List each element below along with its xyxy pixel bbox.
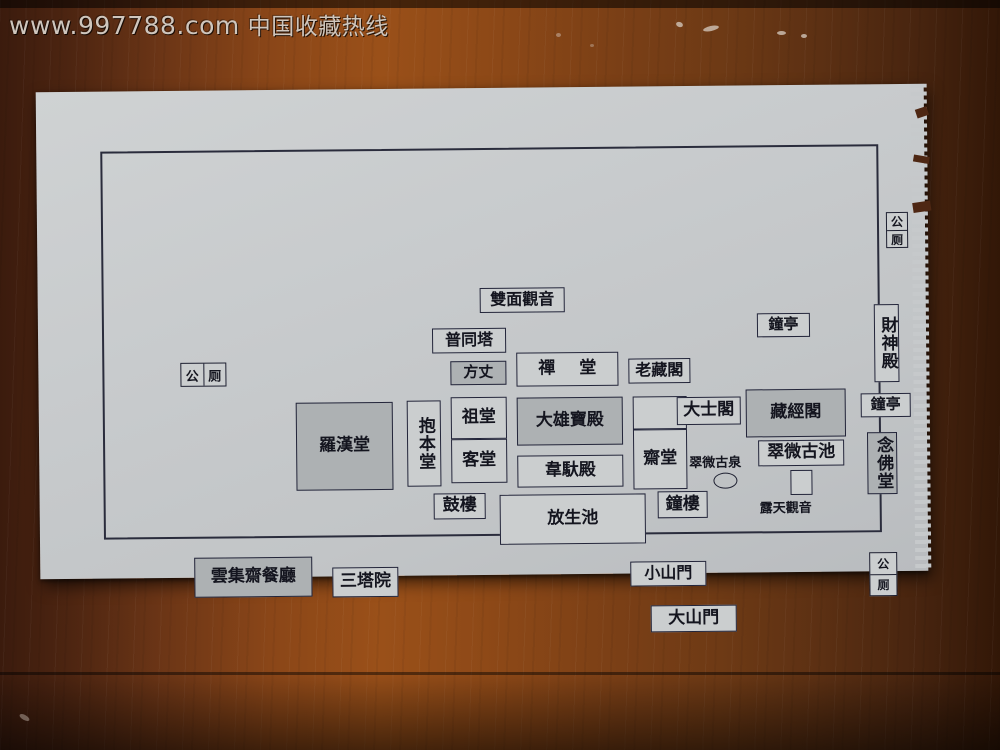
dust-speck: [556, 33, 561, 37]
wood-seam-line: [0, 672, 1000, 675]
building-label: 財神殿: [877, 316, 898, 371]
building-label: 祖堂: [461, 406, 496, 428]
dust-speck: [590, 44, 594, 47]
building-da-shanmen[interactable]: 大山門: [650, 604, 737, 633]
building-label: 小山門: [644, 563, 693, 583]
building-cangjing-ge[interactable]: 藏經閣: [745, 388, 847, 438]
map-label-cuiwei-guquan: 翠微古泉: [689, 455, 742, 472]
building-putong-ta[interactable]: 普同塔: [431, 327, 507, 354]
building-label: 客堂: [462, 449, 497, 471]
site-watermark: www.997788.com 中国收藏热线: [9, 7, 389, 41]
building-label: 藏經閣: [770, 401, 822, 423]
dust-speck: [801, 34, 807, 38]
building-label: 雲集齋餐廳: [210, 565, 296, 587]
building-laozang-ge[interactable]: 老藏閣: [628, 358, 691, 384]
building-fangzhang[interactable]: 方丈: [450, 360, 507, 386]
building-label: 鼓樓: [442, 495, 477, 516]
building-label: 禪 堂: [538, 357, 606, 379]
toilet-char: 厕: [891, 232, 904, 248]
building-label: 大山門: [668, 607, 720, 628]
building-zu-tang[interactable]: 祖堂: [450, 396, 508, 440]
building-chan-tang[interactable]: 禪 堂: [516, 351, 619, 387]
building-label: 大士閣: [683, 399, 735, 421]
building-guanyin-base[interactable]: [790, 469, 813, 496]
building-caishen-dian[interactable]: 財神殿: [873, 303, 900, 383]
toilet-char: 公: [181, 363, 205, 386]
building-zhong-ting-east[interactable]: 鐘亭: [860, 392, 911, 418]
toilet-char: 公: [886, 212, 908, 232]
building-label: 鐘樓: [665, 493, 700, 514]
toilet-west[interactable]: 公厕: [180, 362, 227, 387]
building-shuangmian-guanyin[interactable]: 雙面觀音: [479, 287, 565, 314]
toilet-char: 厕: [877, 578, 890, 593]
building-label: 翠微古池: [767, 441, 836, 463]
building-label: 三塔院: [339, 570, 391, 592]
building-cuiwei-guchi[interactable]: 翠微古池: [758, 439, 845, 467]
wood-shadow-band-bottom: [0, 672, 1000, 750]
building-dashi-ge[interactable]: 大士閣: [676, 396, 741, 426]
building-label: 方丈: [463, 363, 494, 382]
building-label: 韋馱殿: [544, 459, 596, 481]
building-label: 普同塔: [444, 329, 494, 350]
building-label: 齋堂: [643, 448, 678, 469]
building-weituo-dian[interactable]: 韋馱殿: [517, 454, 624, 488]
building-santa-yuan[interactable]: 三塔院: [332, 566, 399, 598]
building-label: 老藏閣: [635, 360, 684, 380]
paper-sheet: 雙面觀音普同塔方丈禪 堂老藏閣鐘亭財神殿羅漢堂抱本堂祖堂客堂大雄寶殿韋馱殿齋堂大…: [35, 83, 932, 633]
building-fangsheng-chi[interactable]: 放生池: [499, 493, 647, 545]
toilet-northeast[interactable]: 公厕: [885, 211, 909, 249]
building-gu-lou[interactable]: 鼓樓: [433, 492, 486, 520]
building-nianfo-tang[interactable]: 念佛堂: [866, 432, 898, 495]
building-yunji-zhai-canting[interactable]: 雲集齋餐廳: [194, 556, 313, 598]
building-daxiong-baodian[interactable]: 大雄寶殿: [516, 396, 624, 446]
watermark-site-name: 中国收藏热线: [247, 14, 389, 40]
building-label: 羅漢堂: [318, 435, 371, 456]
building-label: 雙面觀音: [490, 289, 555, 310]
toilet-char: 公: [870, 553, 897, 575]
building-label: 念佛堂: [872, 436, 894, 491]
building-label: 抱本堂: [414, 416, 436, 471]
wood-shadow-band-top: [0, 0, 1000, 8]
dust-speck: [777, 31, 786, 35]
building-label: 鐘亭: [870, 395, 901, 414]
building-zhong-ting-north[interactable]: 鐘亭: [756, 312, 811, 338]
building-zhong-lou[interactable]: 鐘樓: [657, 490, 708, 519]
building-label: 鐘亭: [768, 315, 799, 334]
toilet-char: 厕: [208, 369, 222, 385]
building-label: 大雄寶殿: [535, 409, 604, 431]
building-ke-tang[interactable]: 客堂: [451, 438, 508, 484]
building-label: 放生池: [547, 507, 599, 529]
building-luohan-tang[interactable]: 羅漢堂: [295, 401, 394, 491]
toilet-southeast[interactable]: 公厕: [869, 552, 898, 597]
building-zhai-tang[interactable]: 齋堂: [632, 429, 688, 490]
map-label-lutian-guanyin: 露天觀音: [759, 500, 812, 517]
watermark-url: www.997788.com: [9, 11, 240, 40]
building-xiao-shanmen[interactable]: 小山門: [630, 560, 707, 587]
building-baoben-tang[interactable]: 抱本堂: [406, 400, 442, 487]
